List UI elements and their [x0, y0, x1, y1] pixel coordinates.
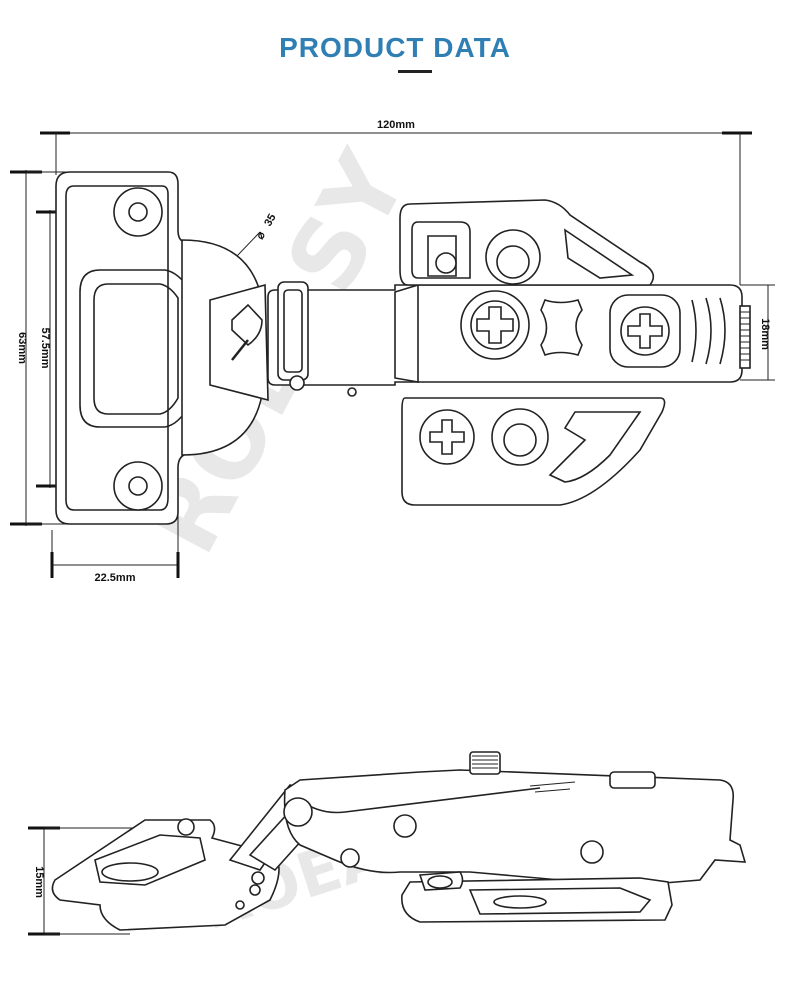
label-cup-diameter: 35: [262, 212, 279, 229]
label-plate-height: 63mm: [16, 332, 28, 364]
label-plate-width: 22.5mm: [95, 572, 136, 584]
base-plate-upper: [399, 199, 655, 286]
dimension-plate-height: 63mm: [10, 170, 160, 526]
arm-serration: [739, 305, 751, 369]
arm-screw-right: [609, 294, 681, 368]
dimension-overall-length: 120mm: [40, 119, 752, 285]
title-underline: [398, 70, 432, 73]
label-cup-diameter-symbol: ⌀: [254, 229, 268, 241]
dimension-side-height: 15mm: [28, 826, 145, 936]
label-arm-width: 18mm: [759, 318, 771, 350]
side-view-hinge: [51, 751, 747, 931]
label-side-height: 15mm: [33, 866, 45, 898]
arm-slot: [540, 299, 583, 356]
screw-hole-top: [113, 187, 163, 237]
base-plate-lower: [401, 397, 666, 506]
page-title: PRODUCT DATA: [279, 32, 511, 63]
arm-knuckle: [277, 281, 309, 381]
label-hole-spacing: 57.5mm: [39, 328, 51, 369]
hinge-cup: [181, 239, 269, 456]
hinge-arm: [267, 281, 751, 397]
screw-hole-bottom: [113, 461, 163, 511]
mounting-plate: [55, 171, 191, 525]
label-overall-length: 120mm: [377, 119, 415, 131]
base-screw: [419, 409, 475, 465]
